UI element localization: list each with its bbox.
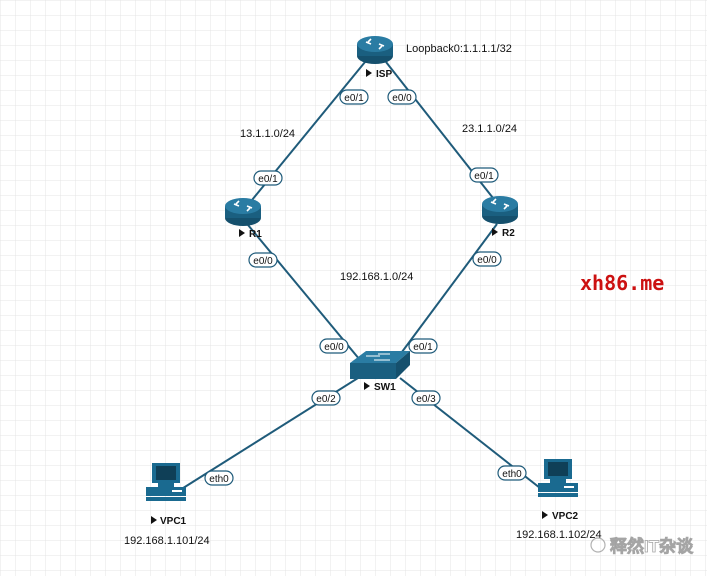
svg-text:e0/0: e0/0 <box>324 342 344 353</box>
if-r2-e01[interactable]: e0/1 <box>469 167 499 183</box>
router-r2[interactable]: R2 <box>481 195 519 239</box>
svg-text:eth0: eth0 <box>502 469 522 480</box>
svg-text:e0/0: e0/0 <box>253 256 273 267</box>
if-r2-e00[interactable]: e0/0 <box>472 251 502 267</box>
pc-icon <box>538 459 578 497</box>
site-watermark: xh86.me <box>580 271 664 295</box>
ip-label: 192.168.1.101/24 <box>124 535 210 547</box>
brand-text: 释然IT杂谈 <box>610 536 694 556</box>
node-name: SW1 <box>374 382 396 393</box>
play-icon[interactable] <box>542 511 548 519</box>
if-isp-e00[interactable]: e0/0 <box>387 89 417 105</box>
svg-text:e0/0: e0/0 <box>477 255 497 266</box>
switch-icon <box>350 351 410 363</box>
svg-text:e0/3: e0/3 <box>416 394 436 405</box>
brand-watermark: 释然IT杂谈 <box>590 536 695 556</box>
if-vpc1-eth0[interactable]: eth0 <box>204 470 234 486</box>
play-icon[interactable] <box>151 516 157 524</box>
router-icon <box>356 35 394 65</box>
router-icon <box>224 197 262 227</box>
node-name: ISP <box>376 69 392 80</box>
node-name: R2 <box>502 228 515 239</box>
svg-text:e0/1: e0/1 <box>474 171 494 182</box>
svg-text:e0/1: e0/1 <box>344 93 364 104</box>
router-r1[interactable]: R1 <box>224 197 262 240</box>
pc-icon <box>146 463 186 501</box>
loopback-note: Loopback0:1.1.1.1/32 <box>406 43 512 55</box>
pc-vpc2[interactable]: VPC2 192.168.1.102/24 <box>516 459 602 541</box>
play-icon[interactable] <box>364 382 370 390</box>
network-label-lan: 192.168.1.0/24 <box>340 271 413 283</box>
router-isp[interactable]: ISP Loopback0:1.1.1.1/32 <box>356 35 512 80</box>
network-label-isp-r1: 13.1.1.0/24 <box>240 128 295 140</box>
link-r1-sw1[interactable] <box>247 224 361 361</box>
wechat-icon <box>590 537 606 553</box>
svg-text:e0/1: e0/1 <box>258 174 278 185</box>
if-r1-e00[interactable]: e0/0 <box>248 252 278 268</box>
pc-vpc1[interactable]: VPC1 192.168.1.101/24 <box>124 463 210 547</box>
switch-sw1[interactable]: SW1 <box>350 351 410 393</box>
svg-text:e0/1: e0/1 <box>413 342 433 353</box>
node-name: R1 <box>249 229 262 240</box>
if-sw-e01[interactable]: e0/1 <box>408 338 438 354</box>
ip-label: 192.168.1.102/24 <box>516 529 602 541</box>
if-sw-e03[interactable]: e0/3 <box>411 390 441 406</box>
router-icon <box>481 195 519 225</box>
svg-text:eth0: eth0 <box>209 474 229 485</box>
node-name: VPC2 <box>552 511 579 522</box>
network-label-isp-r2: 23.1.1.0/24 <box>462 123 517 135</box>
link-r2-sw1[interactable] <box>395 223 498 361</box>
if-isp-e01[interactable]: e0/1 <box>339 89 369 105</box>
if-r1-e01[interactable]: e0/1 <box>253 170 283 186</box>
if-sw-e02[interactable]: e0/2 <box>311 390 341 406</box>
if-vpc2-eth0[interactable]: eth0 <box>497 465 527 481</box>
node-name: VPC1 <box>160 516 187 527</box>
play-icon[interactable] <box>492 228 498 236</box>
svg-text:e0/0: e0/0 <box>392 93 412 104</box>
svg-text:e0/2: e0/2 <box>316 394 336 405</box>
play-icon[interactable] <box>239 229 245 237</box>
play-icon[interactable] <box>366 69 372 77</box>
interface-labels: e0/1 e0/0 e0/1 e0/1 e0/0 e0/0 e0/0 e0/1 … <box>204 89 527 486</box>
if-sw-e00[interactable]: e0/0 <box>319 338 349 354</box>
